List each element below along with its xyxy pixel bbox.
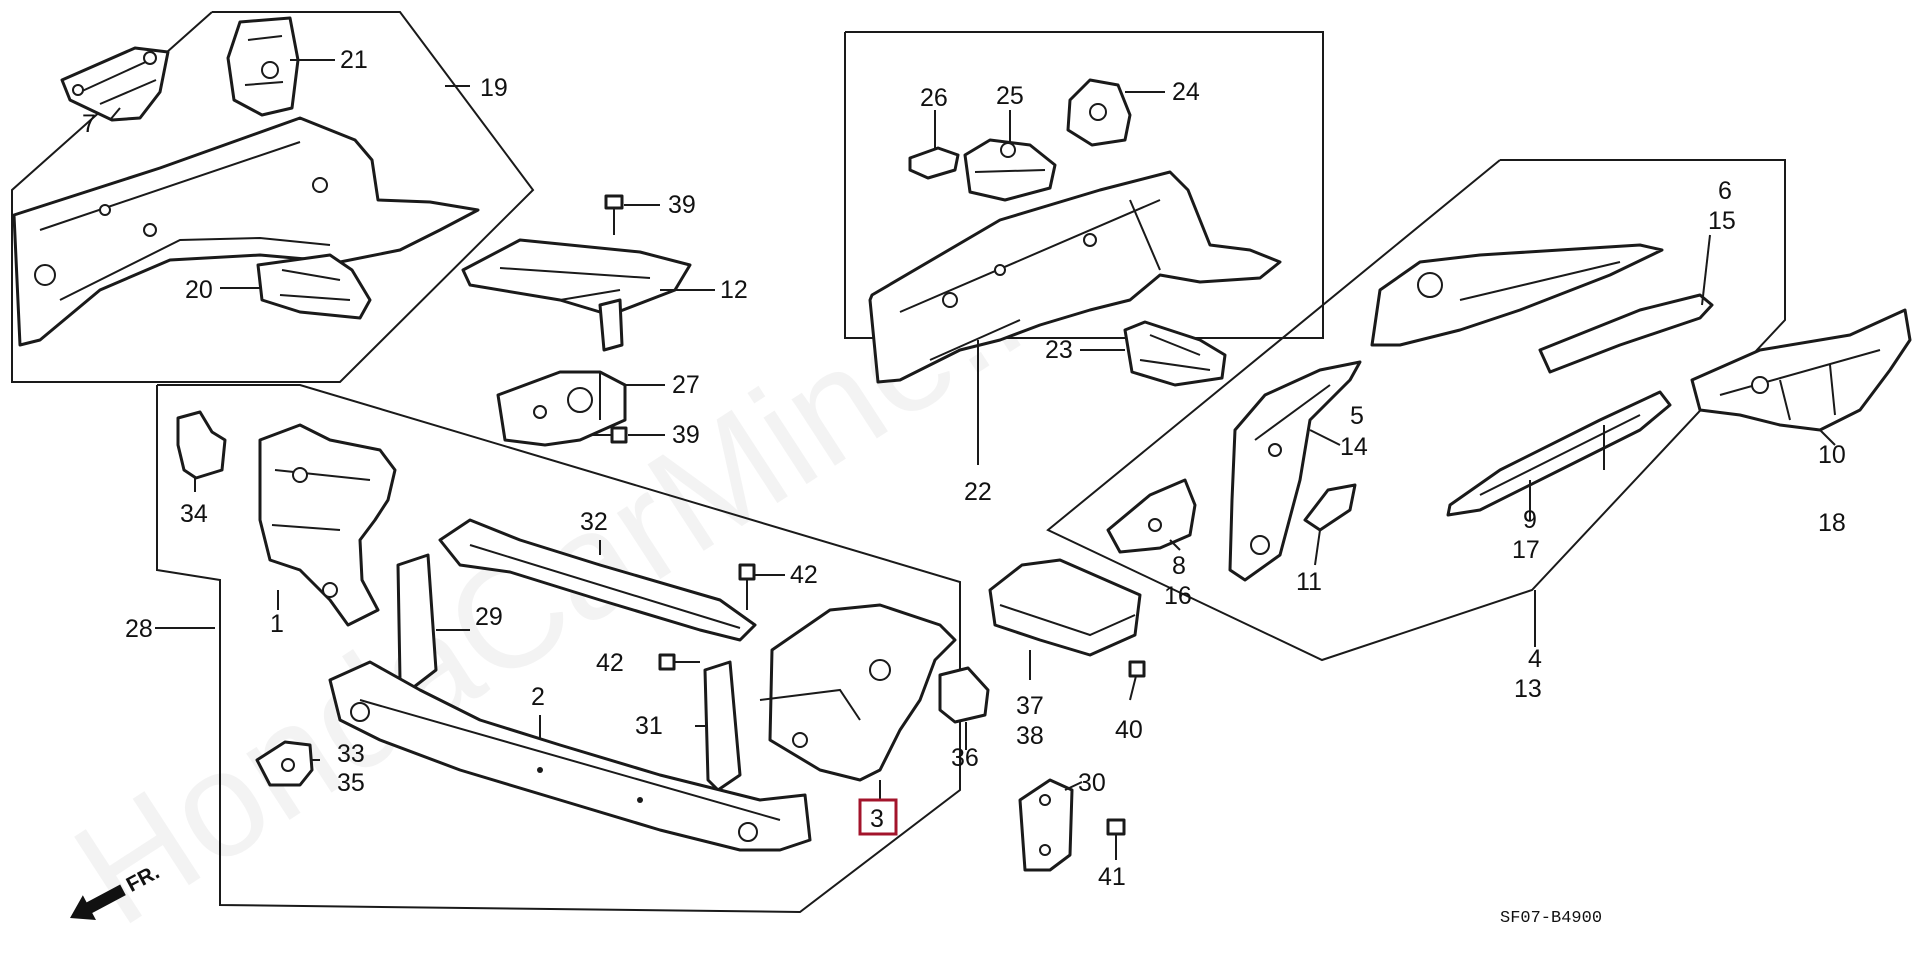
label-part-34[interactable]: 34	[180, 500, 208, 528]
bracket-7-drawing	[60, 46, 170, 122]
label-part-40[interactable]: 40	[1115, 716, 1143, 744]
label-part-19[interactable]: 19	[480, 74, 508, 102]
label-part-4[interactable]: 4	[1528, 645, 1542, 673]
label-part-33[interactable]: 33	[337, 740, 365, 768]
group-frame-28	[156, 384, 961, 914]
label-part-37[interactable]: 37	[1016, 692, 1044, 720]
bracket-20-drawing	[256, 253, 372, 320]
bolt-41-drawing	[1106, 818, 1126, 848]
label-part-36[interactable]: 36	[951, 744, 979, 772]
duct-37-drawing	[988, 558, 1142, 657]
highlight-box-part-3	[858, 798, 898, 836]
bracket-21-drawing	[226, 16, 300, 117]
diagram-code: SF07-B4900	[1500, 909, 1602, 928]
label-part-16[interactable]: 16	[1164, 582, 1192, 610]
upper-bar-32-drawing	[438, 518, 757, 642]
mount-27-drawing	[496, 370, 627, 447]
label-part-41[interactable]: 41	[1098, 863, 1126, 891]
label-part-39-top[interactable]: 39	[668, 191, 696, 219]
rail-15-drawing	[1538, 293, 1714, 374]
label-part-7[interactable]: 7	[82, 110, 96, 138]
plate-30-drawing	[1018, 778, 1074, 872]
label-part-1[interactable]: 1	[270, 610, 284, 638]
bracket-23-drawing	[1123, 320, 1227, 387]
side-frame-19-drawing	[12, 116, 480, 347]
label-part-42-upper[interactable]: 42	[790, 561, 818, 589]
bolt-39-lower-drawing	[590, 426, 628, 444]
label-part-35[interactable]: 35	[337, 769, 365, 797]
latch-33-drawing	[255, 740, 314, 787]
label-part-8[interactable]: 8	[1172, 552, 1186, 580]
label-part-31[interactable]: 31	[635, 712, 663, 740]
label-part-15[interactable]: 15	[1708, 207, 1736, 235]
arrow-icon	[70, 884, 126, 921]
label-part-30[interactable]: 30	[1078, 769, 1106, 797]
mount-25-drawing	[963, 138, 1057, 202]
label-part-17[interactable]: 17	[1512, 536, 1540, 564]
rail-9-drawing	[1446, 390, 1672, 517]
label-part-11[interactable]: 11	[1296, 568, 1322, 596]
part-labels: 7 21 19 20 39 12 27 39 26 25 24 23 22 6 …	[82, 46, 1846, 891]
label-part-32[interactable]: 32	[580, 508, 608, 536]
bolt-39-top-drawing	[604, 194, 624, 235]
group-frame-4	[1046, 159, 1786, 662]
group-frame-19	[11, 11, 535, 383]
label-part-25[interactable]: 25	[996, 82, 1024, 110]
label-part-20[interactable]: 20	[185, 276, 213, 304]
label-part-18[interactable]: 18	[1818, 509, 1846, 537]
battery-tray-12-drawing	[461, 238, 692, 352]
side-support-3-drawing	[759, 603, 957, 782]
bolt-42-upper-drawing	[738, 563, 756, 610]
stay-31-drawing	[703, 660, 742, 792]
label-part-42-lower[interactable]: 42	[596, 649, 624, 677]
bracket-8-drawing	[1106, 478, 1197, 554]
bracket-34-drawing	[176, 410, 227, 480]
label-part-23[interactable]: 23	[1045, 336, 1073, 364]
label-part-28[interactable]: 28	[125, 615, 153, 643]
label-part-5[interactable]: 5	[1350, 402, 1364, 430]
stay-29-drawing	[396, 553, 438, 692]
label-part-3[interactable]: 3	[870, 805, 884, 833]
bracket-11-drawing	[1303, 483, 1357, 532]
bracket-36-drawing	[938, 666, 990, 724]
crossmember-2-drawing	[328, 660, 812, 852]
label-part-39-lower[interactable]: 39	[672, 421, 700, 449]
bracket-5-drawing	[1228, 360, 1362, 582]
group-frame-22	[844, 31, 1324, 339]
bracket-26-drawing	[908, 146, 960, 180]
label-part-27[interactable]: 27	[672, 371, 700, 399]
leader-lines	[109, 59, 1836, 860]
label-part-29[interactable]: 29	[475, 603, 503, 631]
label-part-21[interactable]: 21	[340, 46, 368, 74]
label-part-6[interactable]: 6	[1718, 177, 1732, 205]
label-part-10[interactable]: 10	[1818, 441, 1846, 469]
label-part-26[interactable]: 26	[920, 84, 948, 112]
label-part-12[interactable]: 12	[720, 276, 748, 304]
label-part-2[interactable]: 2	[531, 683, 545, 711]
label-part-22[interactable]: 22	[964, 478, 992, 506]
label-part-14[interactable]: 14	[1340, 433, 1368, 461]
label-part-24[interactable]: 24	[1172, 78, 1200, 106]
label-part-9[interactable]: 9	[1523, 506, 1537, 534]
label-part-13[interactable]: 13	[1514, 675, 1542, 703]
frame-22-drawing	[868, 170, 1282, 384]
bracket-24-drawing	[1066, 78, 1132, 147]
panel-10-drawing	[1690, 308, 1912, 432]
label-part-38[interactable]: 38	[1016, 722, 1044, 750]
apron-6-drawing	[1370, 243, 1664, 347]
side-support-1-drawing	[258, 423, 397, 627]
bolt-40-drawing	[1128, 660, 1146, 678]
